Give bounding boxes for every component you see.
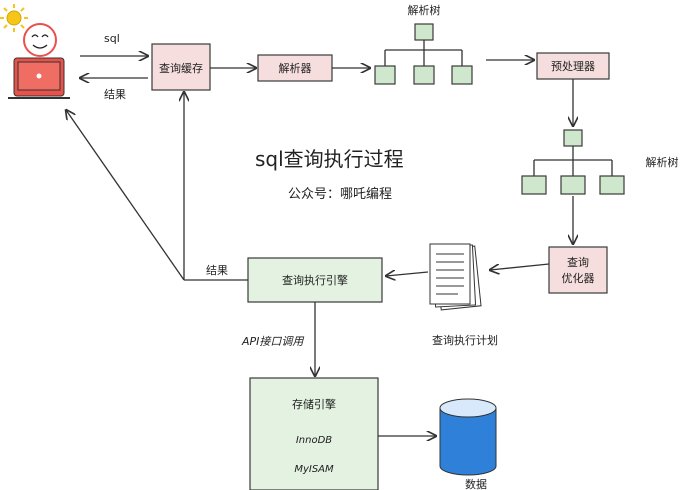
- diagram-title: sql查询执行过程: [255, 147, 404, 171]
- sun-icon: [0, 4, 28, 32]
- user-laptop-icon: [8, 23, 70, 99]
- parse-tree-top-label: 解析树: [408, 3, 441, 17]
- api-call-label: API接口调用: [241, 335, 304, 348]
- optimizer-box: [548, 246, 608, 294]
- query-plan-label: 查询执行计划: [432, 333, 498, 347]
- database-cylinder-icon: [439, 398, 497, 476]
- result-label-top: 结果: [104, 88, 126, 101]
- preprocessor-label: 预处理器: [551, 60, 595, 73]
- query-cache-box: [151, 43, 211, 91]
- optimizer-label-1: 查询: [567, 255, 589, 269]
- result-label-mid: 结果: [206, 264, 228, 277]
- exec-engine-label: 查询执行引擎: [282, 273, 348, 287]
- result-to-user-arrow: [66, 110, 185, 281]
- innodb-label: InnoDB: [296, 435, 332, 446]
- storage-engine-label: 存储引擎: [292, 397, 336, 411]
- storage-engine-box: [249, 377, 379, 490]
- data-label: 数据: [465, 477, 487, 490]
- diagram-subtitle: 公众号：哪吒编程: [288, 187, 392, 202]
- plan-to-engine-arrow: [386, 272, 429, 276]
- parse-tree-top: [374, 23, 473, 85]
- preprocessor-box: [536, 52, 610, 80]
- sql-label: sql: [104, 32, 120, 45]
- optimizer-label-2: 优化器: [562, 271, 595, 285]
- parse-tree-right-label: 解析树: [646, 155, 679, 169]
- optimizer-to-plan-arrow: [490, 263, 550, 270]
- parse-tree-right: [521, 129, 625, 195]
- document-stack-icon: [429, 243, 482, 311]
- parser-label: 解析器: [279, 61, 312, 75]
- query-cache-label: 查询缓存: [159, 61, 203, 75]
- myisam-label: MyISAM: [294, 464, 334, 475]
